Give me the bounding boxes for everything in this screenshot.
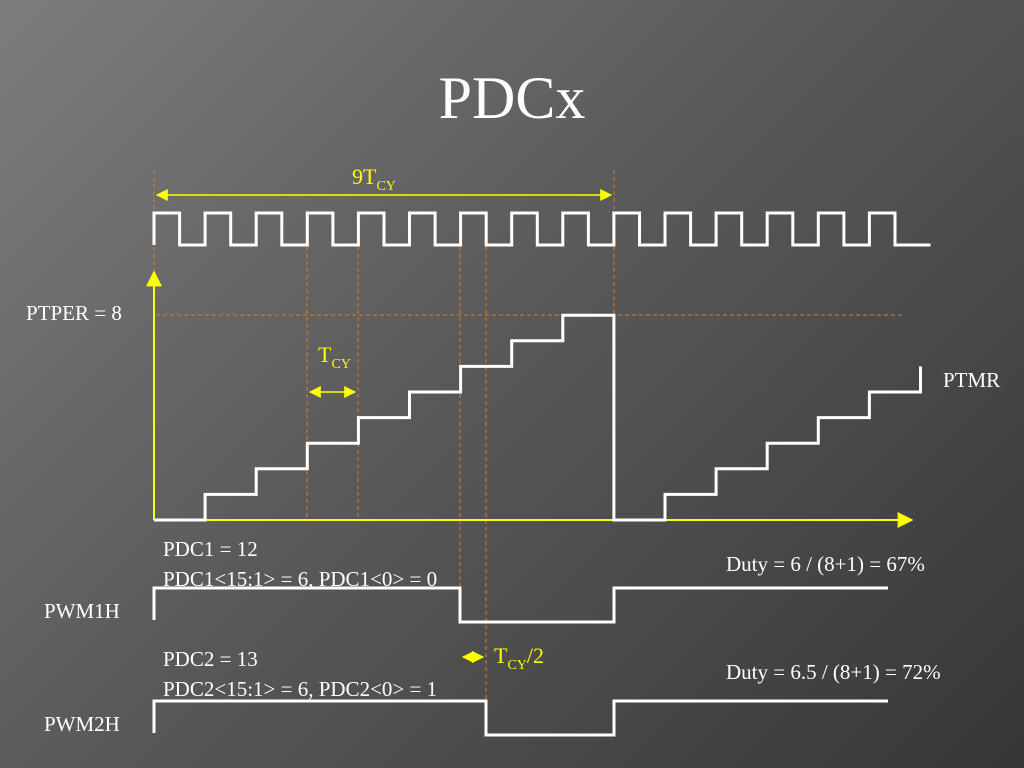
pdc2-value: PDC2 = 13 bbox=[163, 647, 258, 671]
clock-waveform bbox=[152, 211, 931, 247]
ptper-label: PTPER = 8 bbox=[26, 301, 122, 325]
ptmr-axes bbox=[146, 270, 914, 528]
ptmr-label: PTMR bbox=[943, 368, 1000, 392]
pwm2h-waveform bbox=[152, 699, 888, 737]
half-tcy-label: TCY/2 bbox=[494, 643, 544, 673]
period-dimension: 9TCY bbox=[155, 164, 613, 201]
slide-title: PDCx bbox=[439, 65, 586, 131]
pwm1-duty: Duty = 6 / (8+1) = 67% bbox=[726, 552, 925, 576]
pdc1-value: PDC1 = 12 bbox=[163, 537, 258, 561]
tcy-label: TCY bbox=[318, 342, 351, 372]
pdc2-split: PDC2<15:1> = 6, PDC2<0> = 1 bbox=[163, 677, 437, 701]
pwm2-name: PWM2H bbox=[44, 712, 120, 736]
ptmr-staircase bbox=[154, 313, 922, 522]
pwm2-duty: Duty = 6.5 / (8+1) = 72% bbox=[726, 660, 941, 684]
tcy-dimension: TCY bbox=[308, 342, 357, 398]
pwm1h-waveform bbox=[152, 586, 888, 624]
pwm1-name: PWM1H bbox=[44, 599, 120, 623]
half-tcy-dimension: TCY/2 bbox=[461, 643, 544, 673]
period-label: 9TCY bbox=[352, 164, 396, 194]
